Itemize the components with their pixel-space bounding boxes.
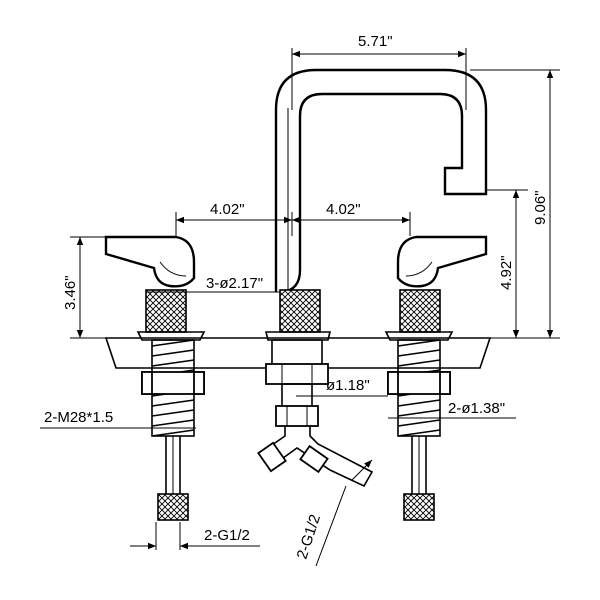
dim-spread-left: 4.02" bbox=[210, 201, 245, 218]
dim-spout-height: 4.92" bbox=[498, 255, 515, 290]
dim-spout-reach: 5.71" bbox=[358, 33, 393, 50]
dim-total-height: 9.06" bbox=[532, 190, 549, 225]
spout bbox=[257, 68, 488, 488]
right-handle-valve bbox=[384, 235, 488, 521]
dim-hole-diameter: 3-ø2.17" bbox=[206, 275, 263, 292]
dim-nut-diameter: 2-ø1.38" bbox=[448, 400, 505, 417]
dim-handle-height: 3.46" bbox=[62, 275, 79, 310]
dimension-lines bbox=[40, 48, 560, 567]
dim-spread-right: 4.02" bbox=[326, 201, 361, 218]
dim-inlet-connection: 2-G1/2 bbox=[204, 527, 250, 544]
left-handle-valve bbox=[104, 235, 206, 521]
dim-outlet-connection: 2-G1/2 bbox=[294, 512, 324, 561]
dim-shank-diameter: ø1.18" bbox=[326, 377, 370, 394]
dim-thread-spec: 2-M28*1.5 bbox=[44, 409, 113, 426]
